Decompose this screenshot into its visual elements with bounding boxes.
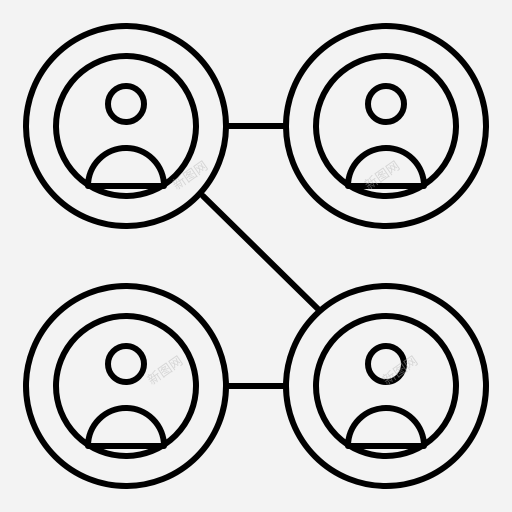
inner-ring	[53, 313, 199, 459]
connector-diagonal	[200, 193, 321, 312]
person-body-icon	[85, 405, 167, 449]
inner-ring	[313, 53, 459, 199]
user-node-top-left	[23, 23, 229, 229]
outer-ring	[283, 23, 489, 229]
person-head-icon	[105, 83, 147, 125]
person-body-icon	[345, 145, 427, 189]
user-node-bottom-left	[23, 283, 229, 489]
user-node-top-right	[283, 23, 489, 229]
connectors	[200, 123, 321, 389]
outer-ring	[23, 23, 229, 229]
person-head-icon	[365, 83, 407, 125]
person-head-icon	[105, 343, 147, 385]
person-body-icon	[85, 145, 167, 189]
person-head-icon	[365, 343, 407, 385]
person-body-icon	[345, 405, 427, 449]
inner-ring	[313, 313, 459, 459]
outer-ring	[23, 283, 229, 489]
inner-ring	[53, 53, 199, 199]
user-node-bottom-right	[283, 283, 489, 489]
outer-ring	[283, 283, 489, 489]
